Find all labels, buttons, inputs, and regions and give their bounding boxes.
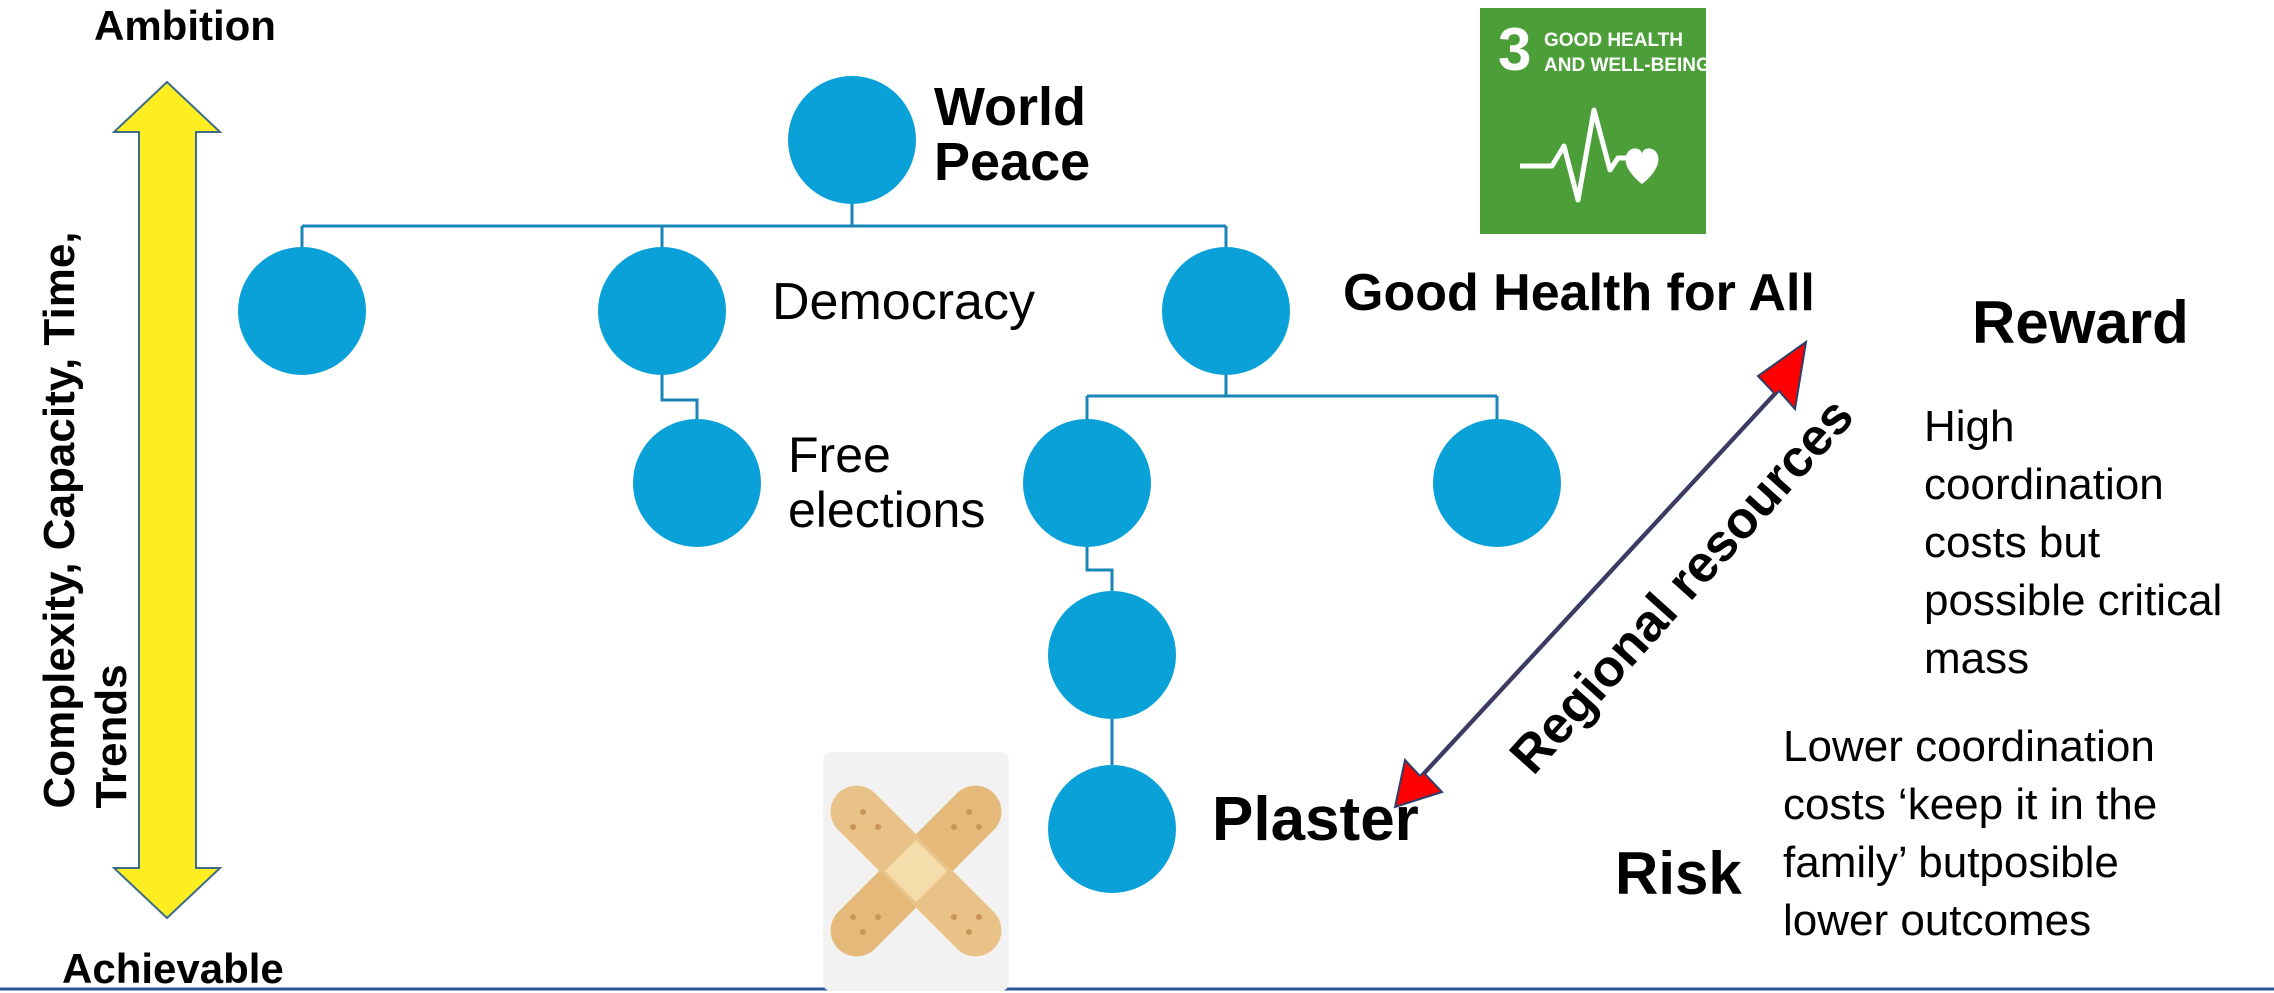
plaster-label: Plaster xyxy=(1212,785,1419,854)
reward-description: High coordination costs but possible cri… xyxy=(1924,402,2223,683)
sdg3-tile: 3 GOOD HEALTH AND WELL-BEING xyxy=(1480,8,1711,234)
node-health-child-right xyxy=(1433,419,1561,547)
scale-axis-label: Complexity, Capacity, Time, Trends xyxy=(35,231,136,809)
sdg-number: 3 xyxy=(1498,16,1532,83)
heartbeat-heart-icon xyxy=(1520,107,1659,203)
ambition-label: Ambition xyxy=(94,2,276,49)
node-free-elections xyxy=(633,419,761,547)
node-intermediate xyxy=(1048,591,1176,719)
democracy-label: Democracy xyxy=(772,273,1035,331)
sdg-title: GOOD HEALTH AND WELL-BEING xyxy=(1544,30,1711,76)
node-health-child-left xyxy=(1023,419,1151,547)
world-peace-label: World Peace xyxy=(934,77,1091,192)
risk-label: Risk xyxy=(1615,840,1742,907)
achievable-label: Achievable xyxy=(62,945,284,992)
risk-description: Lower coordination costs ‘keep it in the… xyxy=(1783,722,2158,945)
free-elections-label: Free elections xyxy=(788,427,986,538)
reward-label: Reward xyxy=(1972,289,2189,356)
tree-connectors xyxy=(300,185,1499,766)
node-good-health xyxy=(1162,247,1290,375)
crossed-plasters-icon xyxy=(823,752,1009,991)
node-world-peace xyxy=(788,76,916,204)
node-plaster xyxy=(1048,765,1176,893)
node-democracy xyxy=(598,247,726,375)
node-left xyxy=(238,247,366,375)
good-health-label: Good Health for All xyxy=(1343,264,1815,322)
regional-resources-arrow xyxy=(1393,339,1808,809)
ambition-achievable-arrow xyxy=(111,80,223,920)
